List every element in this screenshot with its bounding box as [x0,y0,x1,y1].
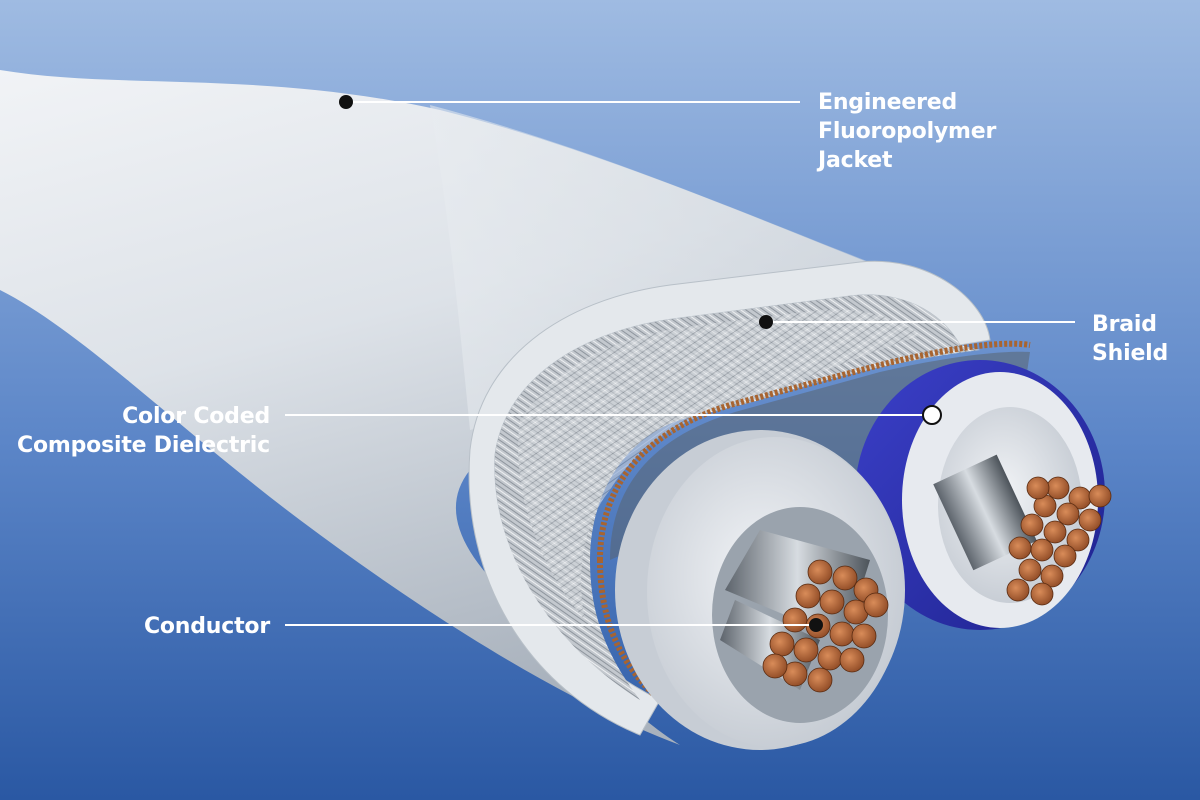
label-jacket-line-3: Jacket [818,148,893,173]
leader-lines [285,101,1075,626]
label-dielectric: Color Coded Composite Dielectric [0,402,270,460]
label-conductor-line-1: Conductor [143,614,270,639]
label-conductor: Conductor [0,612,270,641]
foil-shield-edge-lower [597,559,662,703]
dot-jacket [339,95,353,109]
right-conductor-copper [1006,476,1112,606]
label-dielectric-line-2: Composite Dielectric [17,433,270,458]
label-jacket-line-1: Engineered [818,90,958,115]
label-braid-line-2: Shield [1092,341,1169,366]
label-braid-shield: Braid Shield [1092,310,1168,368]
label-jacket: Engineered Fluoropolymer Jacket [818,88,996,175]
dot-braid [759,315,773,329]
left-conductor-copper [762,559,889,693]
label-jacket-line-2: Fluoropolymer [818,119,997,144]
dot-dielectric [922,405,942,425]
leader-dots [339,95,942,632]
dot-conductor [809,618,823,632]
label-braid-line-1: Braid [1092,312,1157,337]
label-dielectric-line-1: Color Coded [122,404,270,429]
braid-shield-overlay [518,309,920,620]
